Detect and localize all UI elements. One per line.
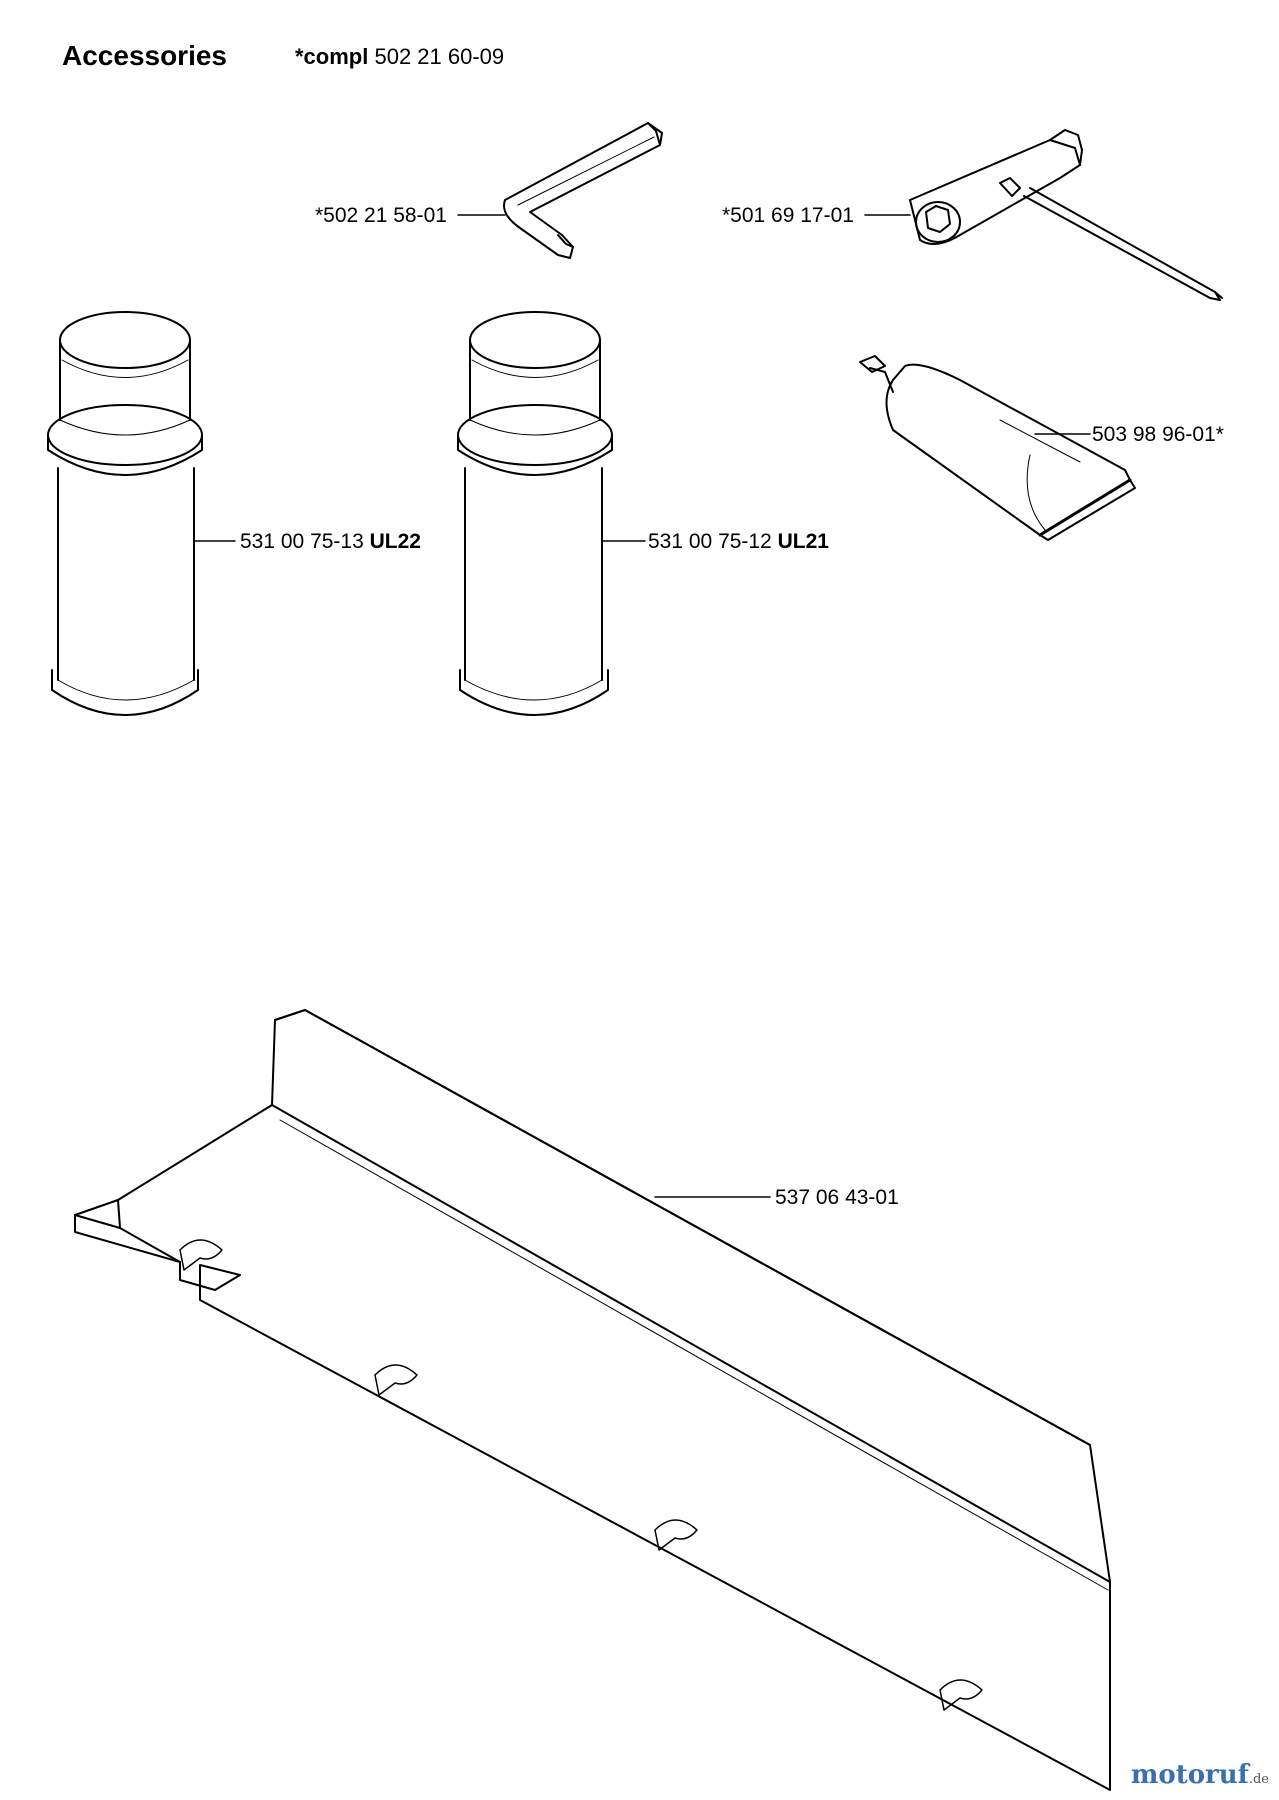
grease-tube-drawing [859,355,1136,541]
spray-can-right-drawing [457,311,613,716]
spray-can-left-drawing [47,311,203,716]
spray-right-number: 531 00 75-12 [648,530,772,553]
compl-prefix: *compl [295,44,369,69]
label-spray-left: 531 00 75-13 UL22 [240,530,421,554]
compl-number: 502 21 60-09 [374,44,505,69]
label-spark-wrench: *501 69 17-01 [722,204,854,227]
hex-key-drawing [503,122,663,259]
complete-kit-label: *compl 502 21 60-09 [295,44,504,70]
label-hex-key: *502 21 58-01 [315,204,447,227]
watermark-logo: motoruf.de [1131,1760,1269,1790]
watermark-brand: motoruf [1130,1760,1249,1790]
spray-left-number: 531 00 75-13 [240,530,364,553]
label-guard-plate: 537 06 43-01 [775,1186,899,1209]
label-grease-tube: 503 98 96-01* [1092,423,1224,446]
spray-right-code: UL21 [777,530,829,553]
watermark-tld: .de [1248,1772,1269,1787]
spray-left-code: UL22 [369,530,421,553]
label-spray-right: 531 00 75-12 UL21 [648,530,829,554]
spark-plug-wrench-drawing [909,129,1223,301]
page-title: Accessories [62,40,228,71]
guard-plate-drawing [74,1009,1111,1791]
